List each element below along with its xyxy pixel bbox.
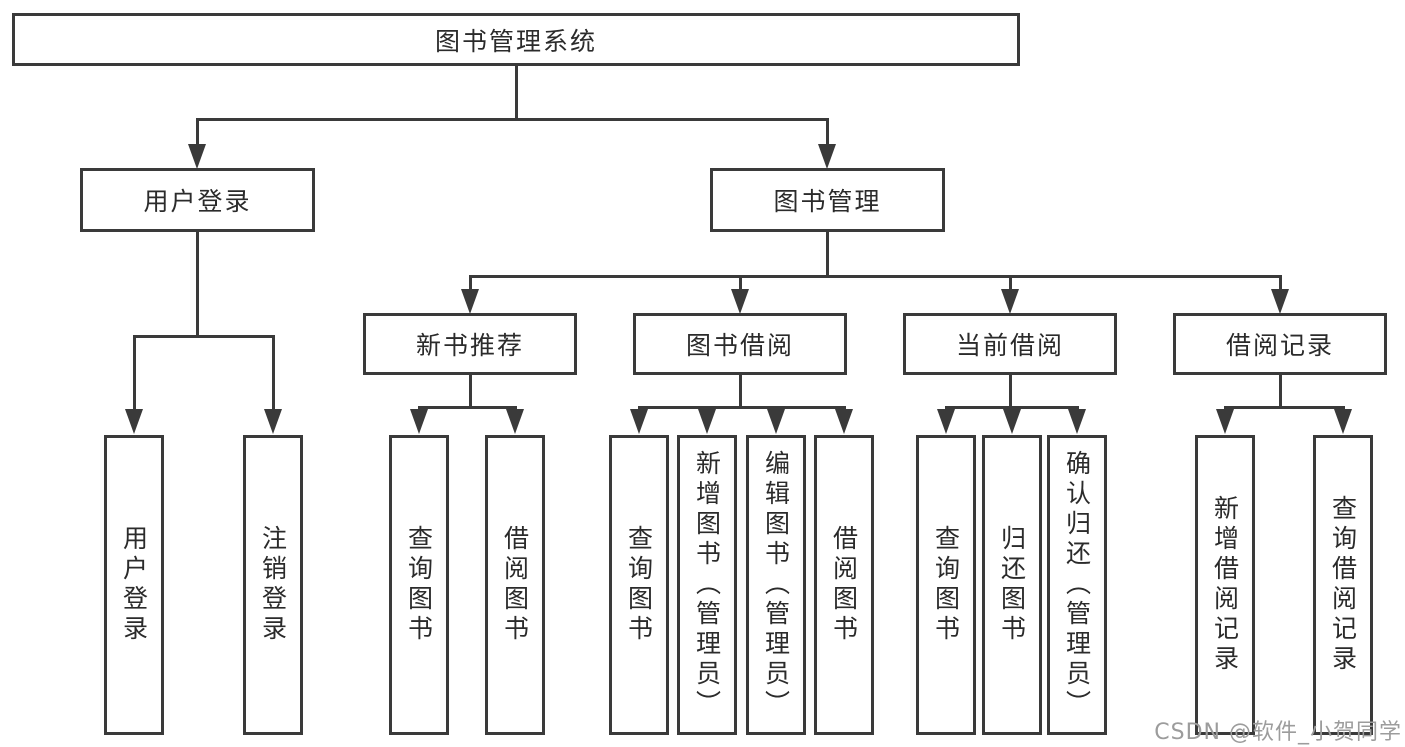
leaf-label: 查询图书	[931, 525, 961, 645]
arrowhead-newbook-borrow	[506, 409, 524, 434]
node-label: 当前借阅	[955, 331, 1064, 360]
node-book-borrowing: 图书借阅	[633, 313, 847, 375]
connector-to-user-login	[196, 121, 199, 145]
leaf-logout-login: 注销登录	[243, 435, 303, 735]
arrowhead-borrow-edit	[767, 409, 785, 434]
arrowhead-records-query	[1334, 409, 1352, 434]
arrowhead-current-query	[937, 409, 955, 434]
leaf-label: 用户登录	[119, 525, 149, 645]
leaf-newbook-query-books: 查询图书	[389, 435, 449, 735]
arrowhead-borrow-records	[1271, 289, 1289, 314]
leaf-borrow-query-books: 查询图书	[609, 435, 669, 735]
leaf-label: 查询借阅记录	[1328, 495, 1358, 675]
arrowhead-book-borrow	[731, 289, 749, 314]
connector-to-book-borrow	[739, 278, 742, 290]
leaf-current-return-books: 归还图书	[982, 435, 1042, 735]
arrowhead-current-return	[1003, 409, 1021, 434]
connector-book-management-stub	[826, 232, 829, 275]
arrowhead-new-book	[461, 289, 479, 314]
arrowhead-current-borrow	[1001, 289, 1019, 314]
node-label: 借阅记录	[1225, 331, 1334, 360]
connector-to-borrow-records	[1279, 278, 1282, 290]
connector-current-borrow-stub	[1009, 375, 1012, 406]
connector-to-leaf-login	[133, 338, 136, 410]
node-label: 图书管理	[773, 187, 882, 216]
connector-to-current-borrow	[1009, 278, 1012, 290]
leaf-label: 注销登录	[258, 525, 288, 645]
leaf-current-query-books: 查询图书	[916, 435, 976, 735]
arrowhead-borrow-add	[698, 409, 716, 434]
leaf-label: 借阅图书	[500, 525, 530, 645]
node-label: 用户登录	[143, 187, 252, 216]
connector-new-book-stub	[469, 375, 472, 406]
leaf-records-add-borrow-record: 新增借阅记录	[1195, 435, 1255, 735]
connector-book-borrow-horizontal	[638, 406, 846, 409]
node-current-borrowing: 当前借阅	[903, 313, 1117, 375]
node-borrowing-records: 借阅记录	[1173, 313, 1387, 375]
arrowhead-records-add	[1216, 409, 1234, 434]
leaf-label: 新增借阅记录	[1210, 495, 1240, 675]
leaf-label: 借阅图书	[829, 525, 859, 645]
leaf-user-login: 用户登录	[104, 435, 164, 735]
watermark-text: CSDN @软件_小贺同学	[1154, 720, 1402, 745]
leaf-label: 编辑图书（管理员）	[761, 450, 791, 720]
arrowhead-newbook-query	[410, 409, 428, 434]
leaf-label: 查询图书	[624, 525, 654, 645]
leaf-label: 新增图书（管理员）	[692, 450, 722, 720]
connector-level2-horizontal	[196, 118, 829, 121]
connector-book-borrow-stub	[739, 375, 742, 406]
arrowhead-user-login	[188, 144, 206, 169]
connector-user-login-stub	[196, 232, 199, 335]
node-book-management: 图书管理	[710, 168, 945, 232]
arrowhead-leaf-login	[125, 409, 143, 434]
node-user-login: 用户登录	[80, 168, 315, 232]
node-label: 图书借阅	[685, 331, 794, 360]
node-library-management-system: 图书管理系统	[12, 13, 1020, 66]
arrowhead-borrow-query	[630, 409, 648, 434]
node-new-book-recommendation: 新书推荐	[363, 313, 577, 375]
arrowhead-leaf-logout	[264, 409, 282, 434]
leaf-label: 确认归还（管理员）	[1062, 450, 1092, 720]
node-label: 图书管理系统	[434, 26, 597, 56]
connector-root-stub	[515, 66, 518, 118]
arrowhead-current-confirm	[1068, 409, 1086, 434]
leaf-label: 归还图书	[997, 525, 1027, 645]
arrowhead-book-management	[818, 144, 836, 169]
connector-current-borrow-horizontal	[945, 406, 1079, 409]
leaf-label: 查询图书	[404, 525, 434, 645]
node-label: 新书推荐	[415, 331, 524, 360]
connector-user-login-horizontal	[133, 335, 275, 338]
connector-to-book-management	[826, 121, 829, 145]
arrowhead-borrow-borrow	[835, 409, 853, 434]
leaf-records-query-borrow-record: 查询借阅记录	[1313, 435, 1373, 735]
leaf-newbook-borrow-books: 借阅图书	[485, 435, 545, 735]
leaf-borrow-edit-books-admin: 编辑图书（管理员）	[746, 435, 806, 735]
leaf-current-confirm-return-admin: 确认归还（管理员）	[1047, 435, 1107, 735]
connector-level3-horizontal	[469, 275, 1282, 278]
leaf-borrow-add-books-admin: 新增图书（管理员）	[677, 435, 737, 735]
connector-to-new-book	[469, 278, 472, 290]
leaf-borrow-borrow-books: 借阅图书	[814, 435, 874, 735]
connector-new-book-horizontal	[418, 406, 517, 409]
connector-to-leaf-logout	[272, 338, 275, 410]
connector-borrow-records-stub	[1279, 375, 1282, 406]
connector-borrow-records-horizontal	[1224, 406, 1345, 409]
